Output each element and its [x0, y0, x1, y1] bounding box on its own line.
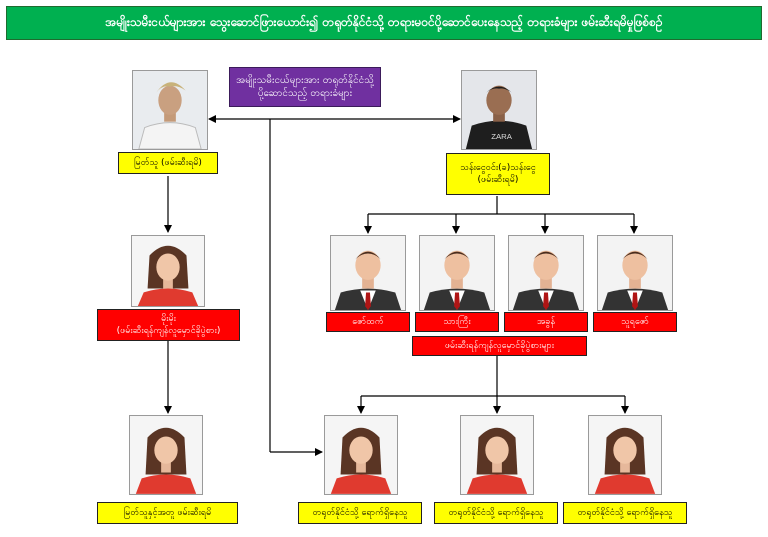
victim-bottom-label-2: တရုတ်နိုင်ငံသို့ ရောက်ရှိနေသူ — [434, 502, 558, 524]
broker-right-label-4: သူရဇော် — [593, 312, 677, 332]
broker-right-label-2: သားကြီး — [415, 312, 499, 332]
center-category-text: အမျိုးသမီးငယ်များအား တရုတ်နိုင်ငံသို့ ပိ… — [236, 75, 374, 99]
broker-left-label: မိုးမိုး (ဖမ်းဆီးရန်ကျန်လူမှောင်ခိုပွဲစာ… — [97, 309, 240, 341]
broker-right-label-3: အခွန် — [504, 312, 588, 332]
suspect-right-photo: ZARA — [461, 70, 537, 150]
broker-left-photo — [131, 235, 205, 307]
victim-left-photo — [129, 415, 203, 495]
broker-right-photo-3 — [508, 235, 584, 311]
broker-right-photo-1 — [330, 235, 406, 311]
victim-bottom-label-3: တရုတ်နိုင်ငံသို့ ရောက်ရှိနေသူ — [563, 502, 687, 524]
broker-right-label-1: ဇော်ထက် — [326, 312, 410, 332]
victim-left-label: မြတ်သူနှင့်အတူ ဖမ်းဆီးရမိ — [97, 502, 238, 524]
suspect-right-label: သန်းငွေဝင်း(ခ)သန်းငွေ (ဖမ်းဆီးရမိ) — [446, 153, 550, 195]
page-title: အမျိုးသမီးငယ်များအား သွေးဆောင်ဖြားယောင်း… — [105, 15, 663, 29]
victim-bottom-photo-3 — [588, 415, 662, 495]
suspect-left-label: မြတ်သူ (ဖမ်းဆီးရမိ) — [118, 152, 218, 174]
suspect-left-photo — [132, 70, 208, 150]
zara-shirt-logo: ZARA — [491, 132, 513, 141]
brokers-group-label: ဖမ်းဆီးရန်ကျန်လူမှောင်ခိုပွဲစားများ — [412, 336, 587, 356]
broker-right-photo-4 — [597, 235, 673, 311]
victim-bottom-photo-1 — [324, 415, 398, 495]
center-category-box: အမျိုးသမီးငယ်များအား တရုတ်နိုင်ငံသို့ ပိ… — [229, 67, 381, 107]
victim-bottom-label-1: တရုတ်နိုင်ငံသို့ ရောက်ရှိနေသူ — [298, 502, 422, 524]
broker-right-photo-2 — [419, 235, 495, 311]
victim-bottom-photo-2 — [460, 415, 534, 495]
page-title-banner: အမျိုးသမီးငယ်များအား သွေးဆောင်ဖြားယောင်း… — [6, 6, 762, 40]
